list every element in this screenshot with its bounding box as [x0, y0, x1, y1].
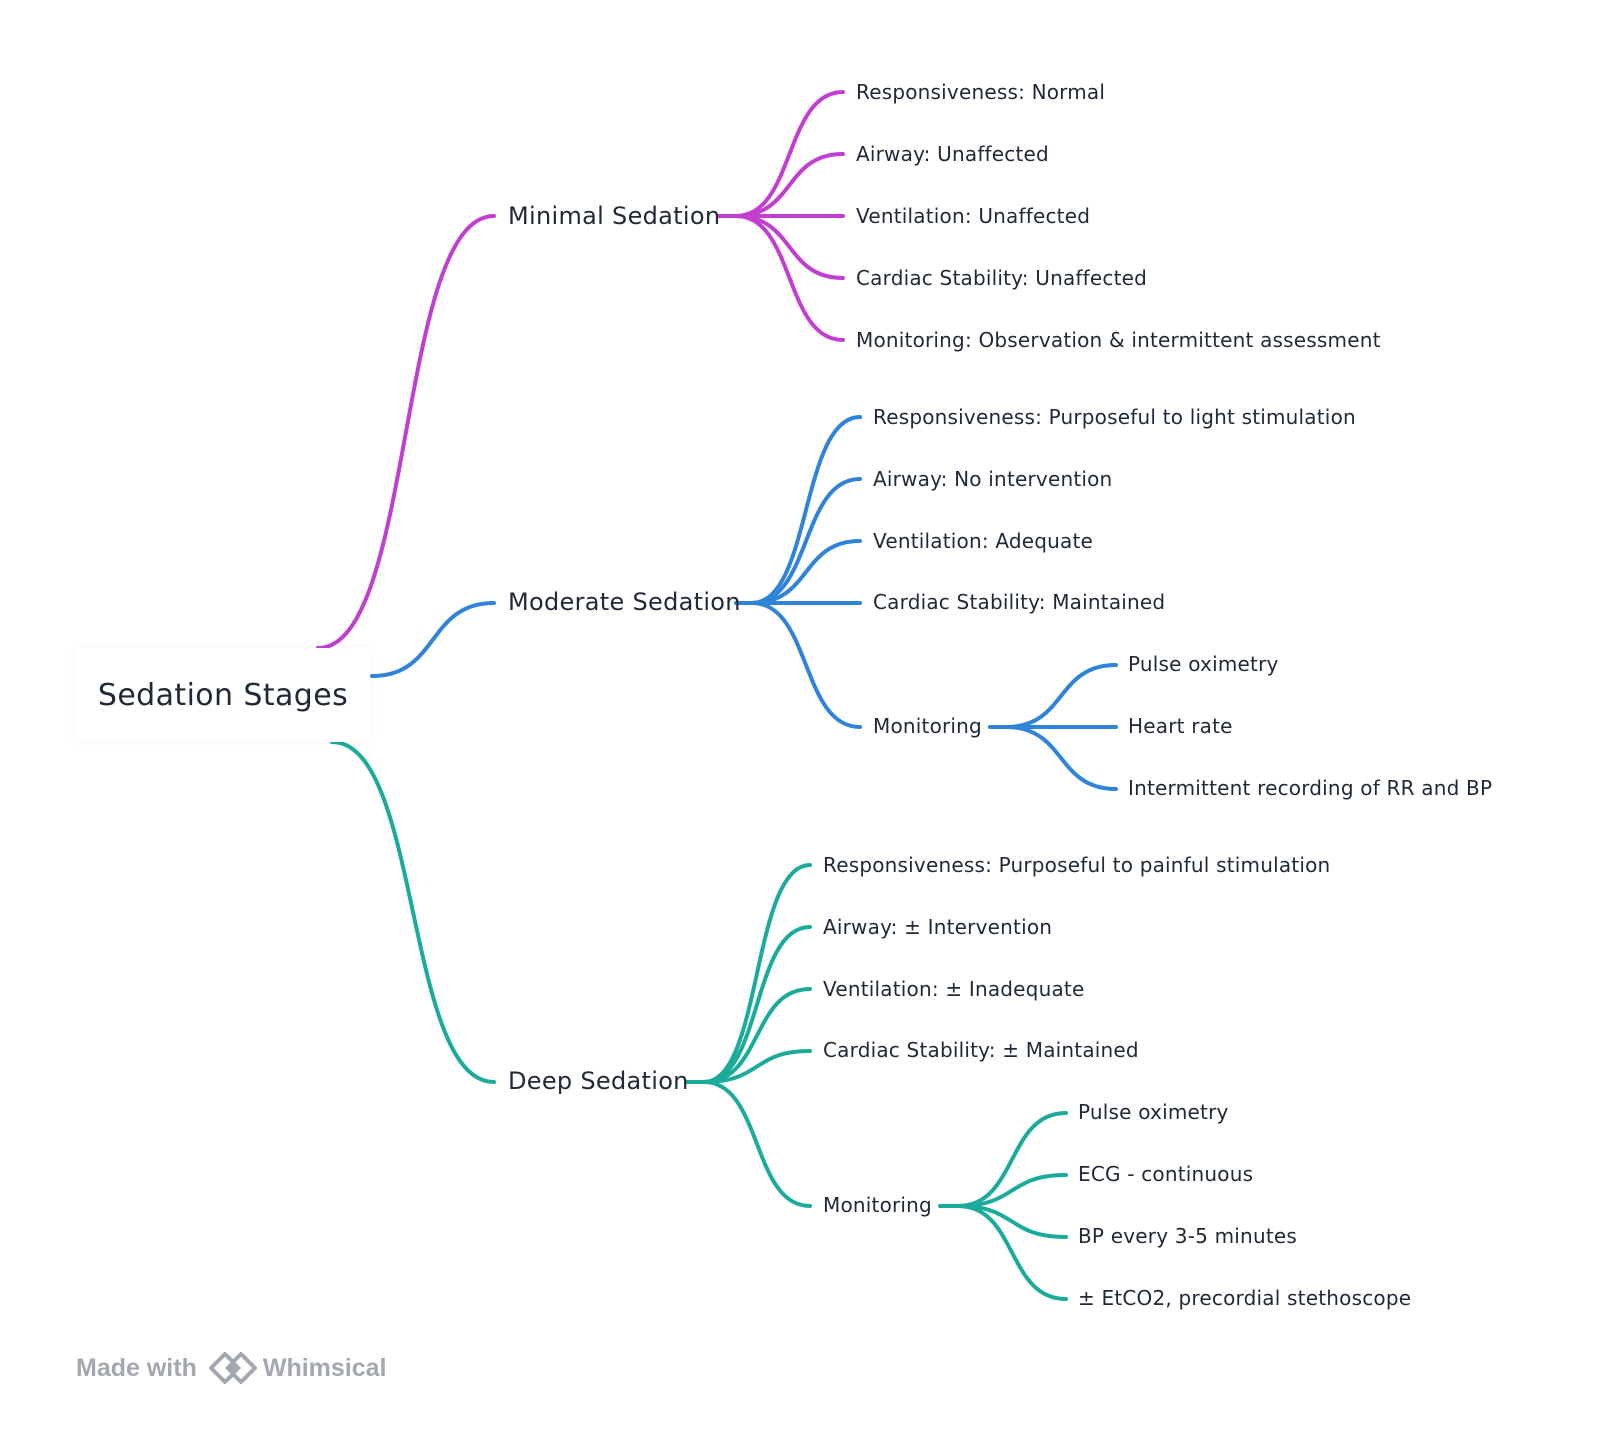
edge-root-moderate: [370, 601, 496, 678]
edge-moderate-monitoring-child-0: [1004, 663, 1118, 729]
leaf-deep-responsiveness[interactable]: Responsiveness: Purposeful to painful st…: [823, 853, 1331, 877]
branch-moderate-sedation[interactable]: Moderate Sedation: [508, 588, 741, 616]
root-node-label: Sedation Stages: [97, 677, 349, 713]
leaf-minimal-monitoring[interactable]: Monitoring: Observation & intermittent a…: [856, 328, 1381, 352]
leaf-deep-ventilation[interactable]: Ventilation: ± Inadequate: [823, 977, 1085, 1001]
edge-deep-child-1: [702, 925, 812, 1084]
leaf-moderate-cardiac-stability[interactable]: Cardiac Stability: Maintained: [873, 590, 1166, 614]
leaf-minimal-cardiac-stability[interactable]: Cardiac Stability: Unaffected: [856, 266, 1148, 290]
edge-root-deep: [330, 740, 496, 1084]
leaf-deep-monitoring-ecg[interactable]: ECG - continuous: [1078, 1162, 1254, 1186]
node-deep-monitoring[interactable]: Monitoring: [823, 1193, 932, 1217]
made-with-whimsical-badge[interactable]: Made with Whimsical: [76, 1350, 387, 1386]
edge-deep-child-4: [702, 1080, 812, 1208]
leaf-deep-monitoring-pulse-oximetry[interactable]: Pulse oximetry: [1078, 1100, 1229, 1124]
edge-moderate-child-0: [750, 415, 862, 605]
whimsical-logo-icon: [208, 1352, 257, 1384]
branch-minimal-sedation[interactable]: Minimal Sedation: [508, 202, 721, 230]
leaf-moderate-monitoring-heart-rate[interactable]: Heart rate: [1128, 714, 1233, 738]
leaf-minimal-airway[interactable]: Airway: Unaffected: [856, 142, 1049, 166]
edge-root-minimal: [316, 214, 496, 650]
edge-minimal-child-1: [734, 152, 845, 218]
leaf-deep-cardiac-stability[interactable]: Cardiac Stability: ± Maintained: [823, 1038, 1139, 1062]
made-with-label: Made with: [76, 1353, 197, 1382]
edge-moderate-monitoring-child-2: [1004, 725, 1118, 791]
edge-moderate-child-1: [750, 477, 862, 605]
edge-deep-monitoring-child-1: [956, 1173, 1068, 1208]
leaf-minimal-responsiveness[interactable]: Responsiveness: Normal: [856, 80, 1106, 104]
leaf-deep-monitoring-etco2[interactable]: ± EtCO2, precordial stethoscope: [1078, 1286, 1412, 1310]
leaf-moderate-ventilation[interactable]: Ventilation: Adequate: [873, 529, 1094, 553]
edge-deep-monitoring-child-0: [956, 1111, 1068, 1208]
leaf-moderate-airway[interactable]: Airway: No intervention: [873, 467, 1113, 491]
node-moderate-monitoring[interactable]: Monitoring: [873, 714, 982, 738]
edge-minimal-child-4: [734, 214, 845, 342]
leaf-moderate-monitoring-rr-bp[interactable]: Intermittent recording of RR and BP: [1128, 776, 1493, 800]
edge-deep-child-0: [702, 863, 812, 1084]
leaf-minimal-ventilation[interactable]: Ventilation: Unaffected: [856, 204, 1091, 228]
leaf-moderate-monitoring-pulse-oximetry[interactable]: Pulse oximetry: [1128, 652, 1279, 676]
whimsical-brand-label: Whimsical: [262, 1353, 387, 1382]
branch-deep-sedation[interactable]: Deep Sedation: [508, 1067, 689, 1095]
edge-deep-child-2: [702, 987, 812, 1084]
edge-minimal-child-3: [734, 214, 845, 280]
root-node[interactable]: Sedation Stages: [76, 648, 370, 742]
leaf-moderate-responsiveness[interactable]: Responsiveness: Purposeful to light stim…: [873, 405, 1356, 429]
edge-deep-child-3: [702, 1049, 812, 1084]
edge-deep-monitoring-child-3: [956, 1204, 1068, 1301]
edge-minimal-child-0: [734, 90, 845, 218]
edge-moderate-child-2: [750, 539, 862, 605]
leaf-deep-airway[interactable]: Airway: ± Intervention: [823, 915, 1053, 939]
edge-moderate-child-4: [750, 601, 862, 729]
leaf-deep-monitoring-bp[interactable]: BP every 3-5 minutes: [1078, 1224, 1297, 1248]
